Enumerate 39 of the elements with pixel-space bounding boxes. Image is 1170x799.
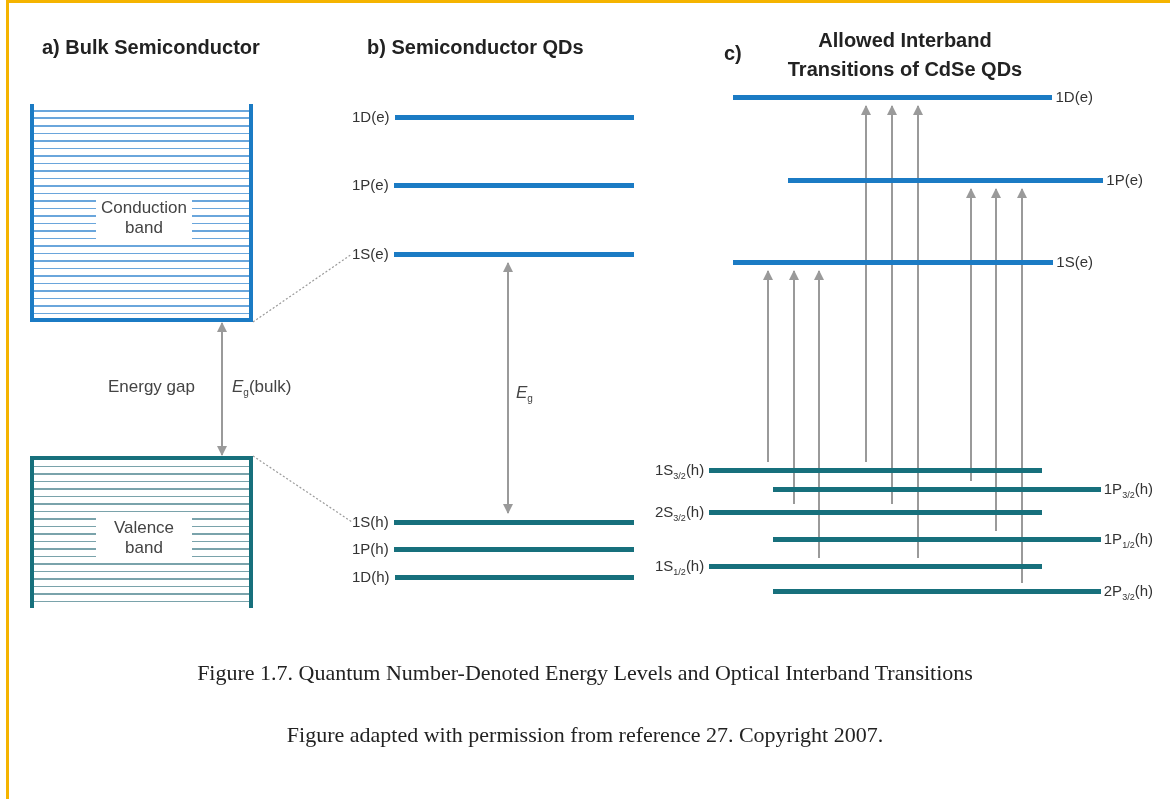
arrow	[763, 270, 773, 463]
connector-line	[252, 253, 353, 323]
level-label: 1P(e)	[1106, 172, 1143, 188]
level-label: 1S(e)	[352, 246, 389, 262]
arrow	[966, 188, 976, 482]
arrow	[913, 105, 923, 559]
level-label: 1S$_{1/2}$(h)	[655, 558, 705, 574]
connector-line	[252, 455, 353, 523]
level-label: 1S(h)	[352, 514, 389, 530]
panel-title: a) Bulk Semiconductor	[42, 36, 260, 59]
arrow	[789, 270, 799, 505]
axis-note: Energy gap	[108, 377, 195, 397]
arrow	[887, 105, 897, 505]
panel-title: Allowed Interband Transitions of CdSe QDs	[786, 28, 1024, 82]
level-label: 1P(h)	[352, 541, 389, 557]
figure-caption: Figure 1.7. Quantum Number-Denoted Energy Levels and Optical Interband Transitions	[196, 660, 974, 686]
arrow	[1017, 188, 1027, 584]
level-label: 1P$_{1/2}$(h)	[1103, 531, 1153, 547]
valence-band-box	[30, 456, 253, 608]
arrow	[991, 188, 1001, 532]
arrow	[217, 322, 227, 456]
level-label: 1D(e)	[1055, 89, 1093, 105]
caption-note: Figure adapted with permission from reference 27. Copyright 2007.	[285, 722, 885, 748]
level-label: 1D(h)	[352, 569, 390, 585]
conduction-band-box	[30, 104, 253, 322]
level-label: 2P$_{3/2}$(h)	[1103, 583, 1153, 599]
edge-label: E$_{g}$(bulk)	[232, 377, 292, 397]
panel-letter: c)	[724, 42, 742, 65]
level-label: 2S$_{3/2}$(h)	[655, 504, 705, 520]
arrow	[814, 270, 824, 559]
level-label: 1S(e)	[1056, 254, 1093, 270]
level-label: 1P(e)	[352, 177, 389, 193]
edge-label: E$_{g}$	[516, 383, 533, 403]
level-label: 1D(e)	[352, 109, 390, 125]
level-label: 1P$_{3/2}$(h)	[1103, 481, 1153, 497]
arrow	[861, 105, 871, 463]
arrow	[503, 262, 513, 514]
panel-title: b) Semiconductor QDs	[367, 36, 584, 59]
level-label: 1S$_{3/2}$(h)	[655, 462, 705, 478]
